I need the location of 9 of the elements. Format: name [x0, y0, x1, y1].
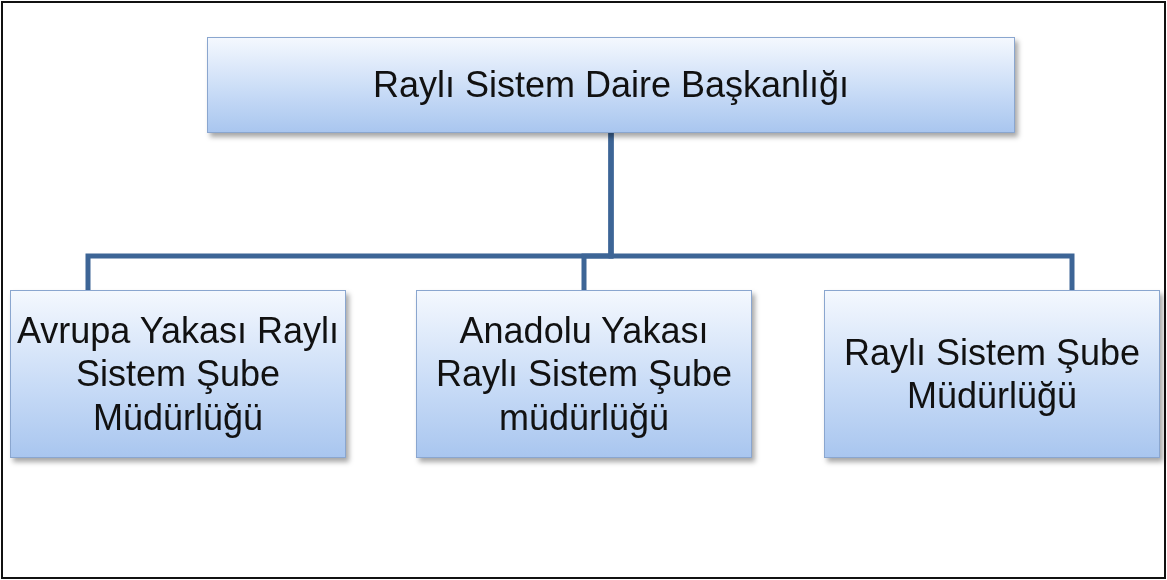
- connector-line: [608, 133, 1075, 290]
- node-label: Avrupa Yakası Raylı Sistem Şube Müdürlüğü: [15, 309, 341, 439]
- department-box: [207, 37, 1015, 133]
- node-label: Anadolu Yakası Raylı Sistem Şube müdürlüğü: [434, 309, 734, 439]
- node-label: Raylı Sistem Daire Başkanlığı: [372, 63, 850, 107]
- branch-box: [416, 290, 752, 458]
- branch-box: [10, 290, 346, 458]
- node-label: Raylı Sistem Şube Müdürlüğü: [842, 330, 1142, 418]
- branch-box: [824, 290, 1160, 458]
